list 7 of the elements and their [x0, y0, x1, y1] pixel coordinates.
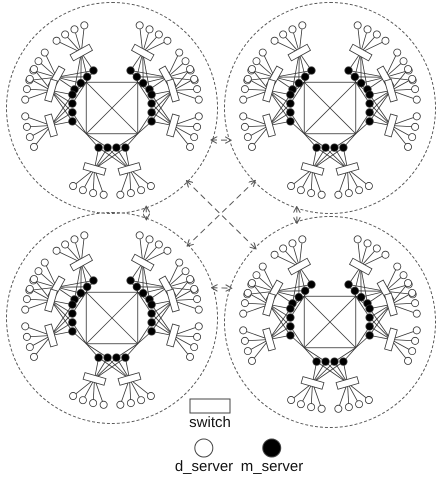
dashed-arrow: [210, 136, 232, 144]
legend-label: m_server: [240, 458, 304, 476]
legend-label: switch: [189, 414, 231, 432]
dashed-arrow: [210, 284, 232, 292]
legend-label: d_server: [174, 458, 234, 476]
dashed-arrow: [142, 206, 150, 220]
dashed-arrow: [292, 206, 301, 224]
